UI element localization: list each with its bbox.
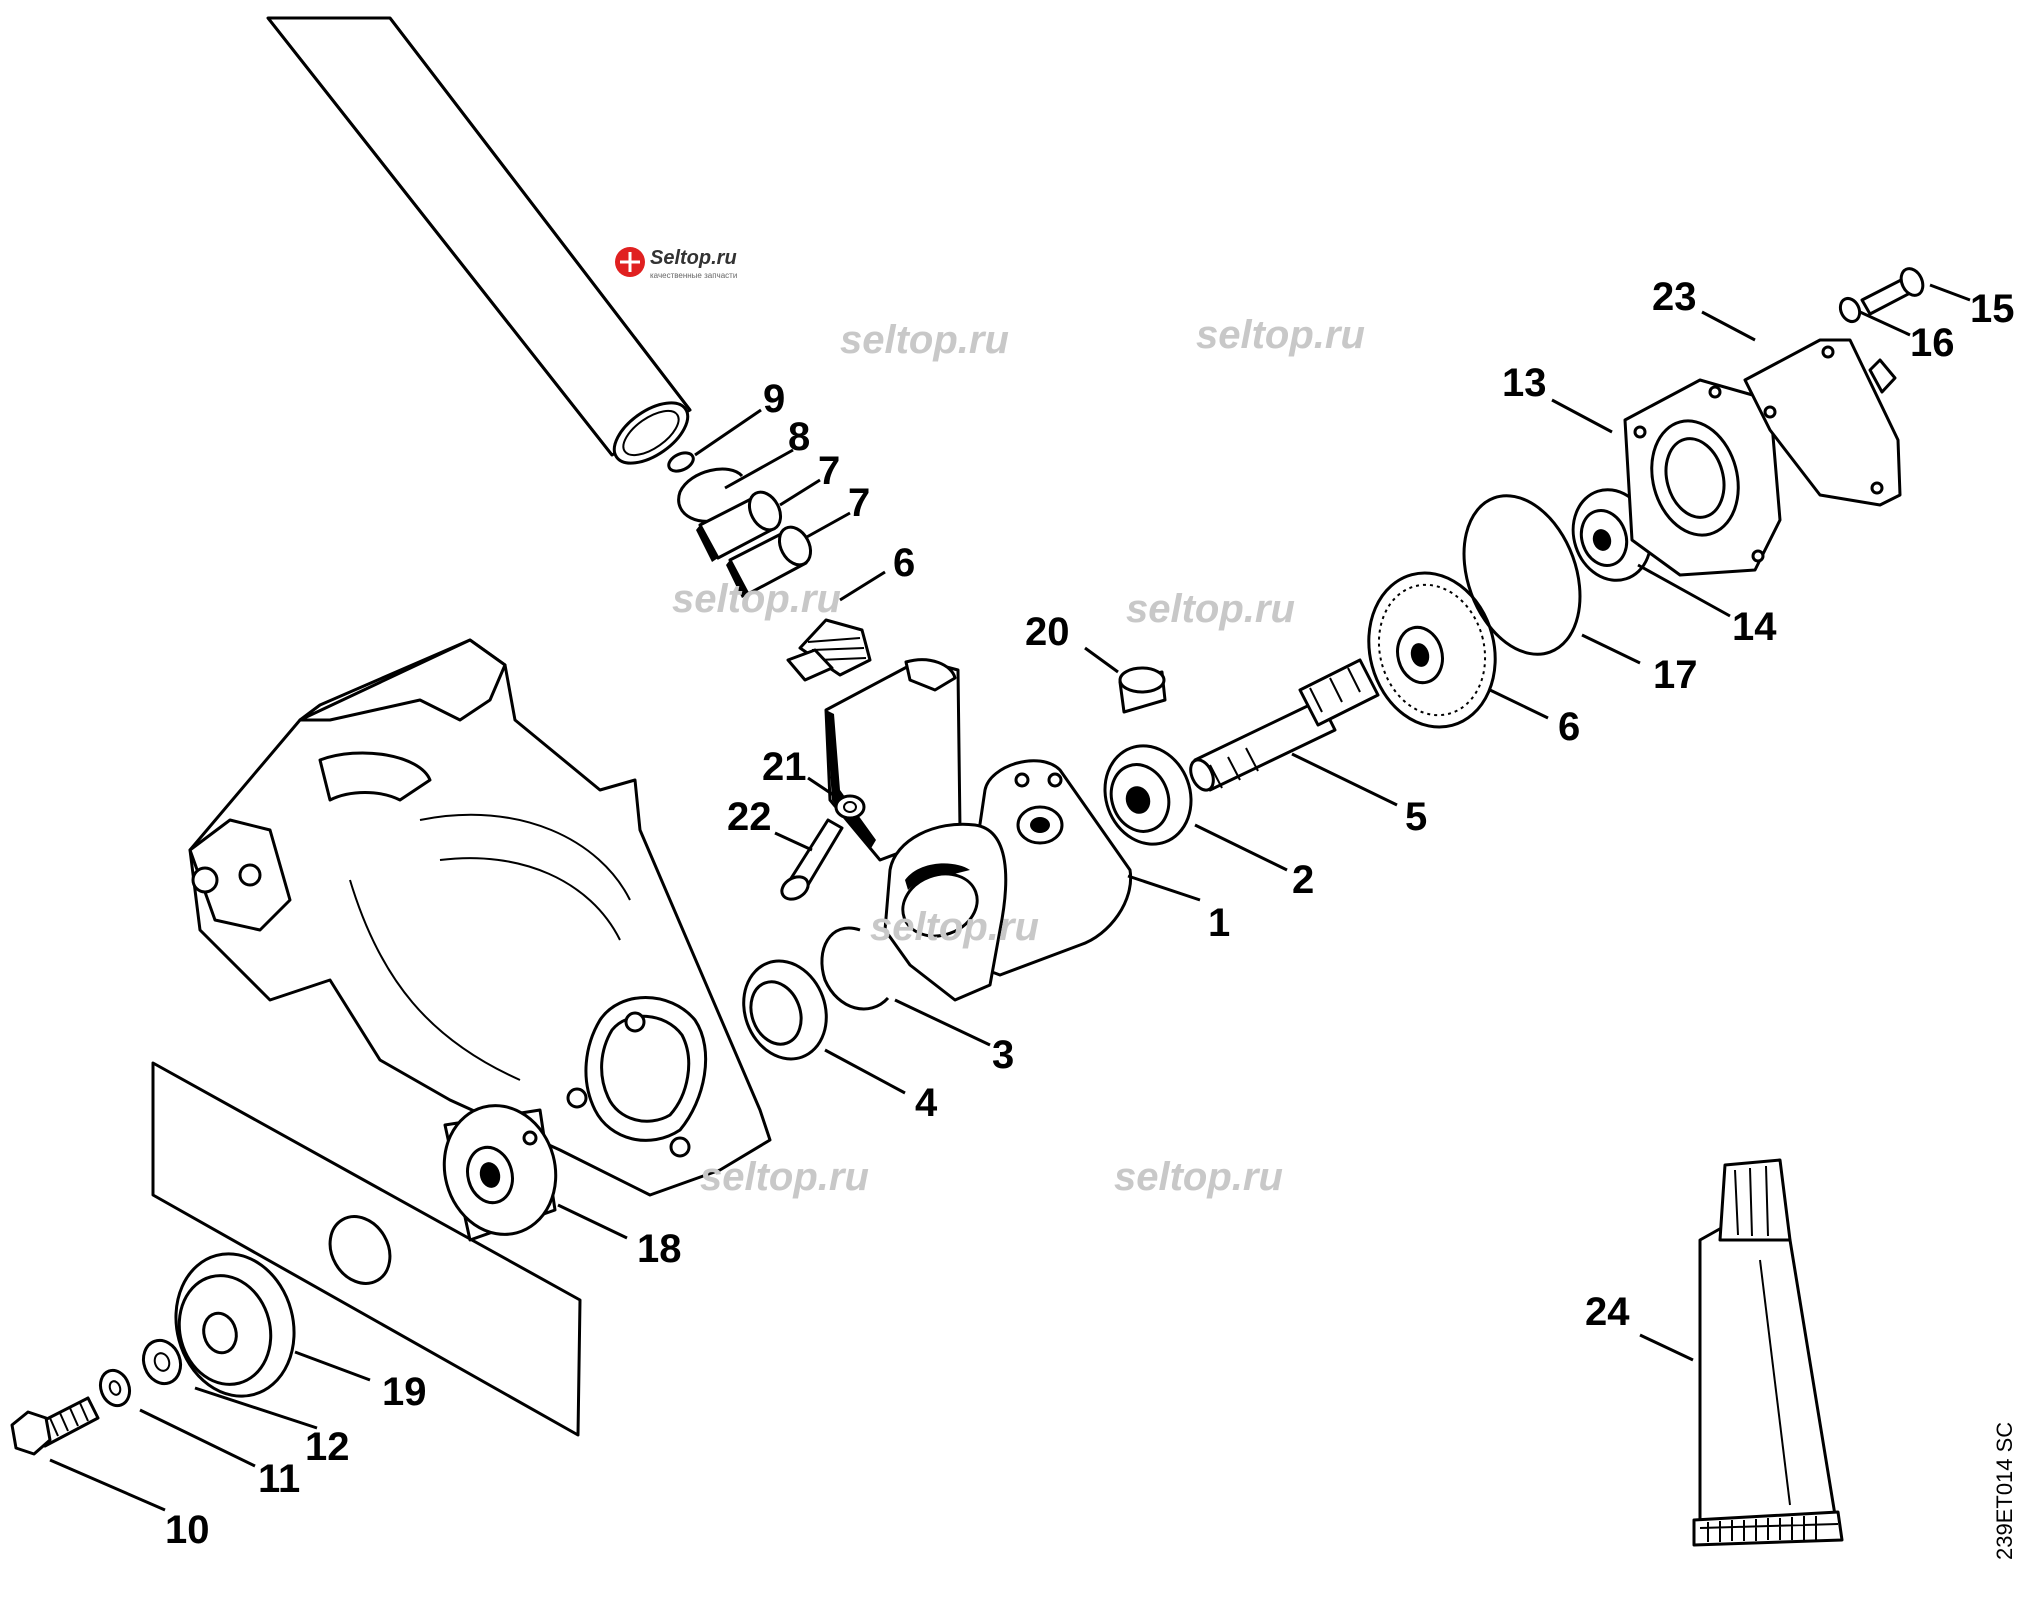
- part-24-grease-tube: [1692, 1158, 1844, 1547]
- label-part-9: 9: [763, 377, 785, 421]
- label-part-17: 17: [1653, 653, 1698, 697]
- part-19-thrust-plate: [174, 1252, 296, 1398]
- part-7-bearing-a: [696, 490, 783, 562]
- label-part-8: 8: [788, 415, 810, 459]
- label-part-13: 13: [1502, 361, 1547, 405]
- label-part-6-pinion: 6: [893, 541, 915, 585]
- part-21-washer: [834, 794, 866, 820]
- label-part-14: 14: [1732, 605, 1777, 649]
- watermark-text: seltop.ru: [700, 1155, 869, 1199]
- label-part-16: 16: [1910, 321, 1955, 365]
- part-15-screw: [1860, 267, 1925, 316]
- leader-lines: [49, 283, 1971, 1512]
- watermarks: seltop.ru seltop.ru seltop.ru seltop.ru …: [672, 313, 1365, 1199]
- part-6-pinion-gear: [786, 618, 872, 682]
- label-part-1: 1: [1208, 901, 1230, 945]
- label-part-3: 3: [992, 1033, 1014, 1077]
- label-part-6-bevel: 6: [1558, 705, 1580, 749]
- label-part-10: 10: [165, 1508, 210, 1552]
- watermark-text: seltop.ru: [840, 318, 1009, 362]
- label-part-15: 15: [1970, 287, 2015, 331]
- part-18-thrust-collar: [442, 1104, 558, 1242]
- part-number-labels: 1 2 3 4 5 6 6 7 7 8 9 10 11 12 13 14 15 …: [165, 275, 2015, 1552]
- label-part-4: 4: [915, 1081, 938, 1125]
- part-12-washer: [141, 1338, 183, 1386]
- label-part-7-a: 7: [818, 449, 840, 493]
- watermark-text: seltop.ru: [1114, 1155, 1283, 1199]
- part-3-circlip: [820, 926, 890, 1011]
- part-17-o-ring: [1462, 494, 1582, 656]
- diagram-reference-code: 239ET014 SC: [1992, 1422, 2017, 1560]
- part-23-cover-plate: [1743, 338, 1902, 507]
- part-20-plug: [1118, 666, 1167, 714]
- label-part-5: 5: [1405, 795, 1427, 839]
- drive-tube: [266, 16, 692, 465]
- part-2-ball-bearing: [1103, 744, 1193, 846]
- part-5-output-shaft: [1189, 658, 1380, 792]
- part-1-gear-housing: [824, 658, 1133, 1002]
- label-part-21: 21: [762, 745, 807, 789]
- label-part-19: 19: [382, 1370, 427, 1414]
- label-part-18: 18: [637, 1227, 682, 1271]
- label-part-7-b: 7: [848, 481, 870, 525]
- part-9-ring: [667, 451, 695, 473]
- watermark-text: seltop.ru: [1196, 313, 1365, 357]
- watermark-text: seltop.ru: [1126, 587, 1295, 631]
- label-part-2: 2: [1292, 858, 1314, 902]
- part-6-bevel-gear: [1367, 571, 1497, 729]
- part-13-bearing-housing: [1623, 378, 1782, 577]
- watermark-text: seltop.ru: [870, 905, 1039, 949]
- label-part-24: 24: [1585, 1290, 1630, 1334]
- part-16-washer: [1838, 296, 1862, 324]
- part-11-lock-washer: [98, 1368, 132, 1408]
- label-part-23: 23: [1652, 275, 1697, 319]
- logo-brand: Seltop.ru: [650, 247, 737, 269]
- seltop-logo: Seltop.ru качественные запчасти: [615, 247, 737, 280]
- label-part-22: 22: [727, 795, 772, 839]
- label-part-20: 20: [1025, 610, 1070, 654]
- part-4-seal-ring: [742, 959, 828, 1061]
- part-10-hex-bolt: [10, 1396, 100, 1456]
- part-22-screw: [780, 818, 844, 901]
- part-7-bearing-b: [726, 525, 813, 598]
- cutter-blade: [151, 1061, 582, 1437]
- watermark-text: seltop.ru: [672, 577, 841, 621]
- label-part-12: 12: [305, 1425, 350, 1469]
- label-part-11: 11: [258, 1457, 300, 1501]
- logo-tagline: качественные запчасти: [650, 271, 737, 280]
- deflector-guard: [188, 638, 772, 1197]
